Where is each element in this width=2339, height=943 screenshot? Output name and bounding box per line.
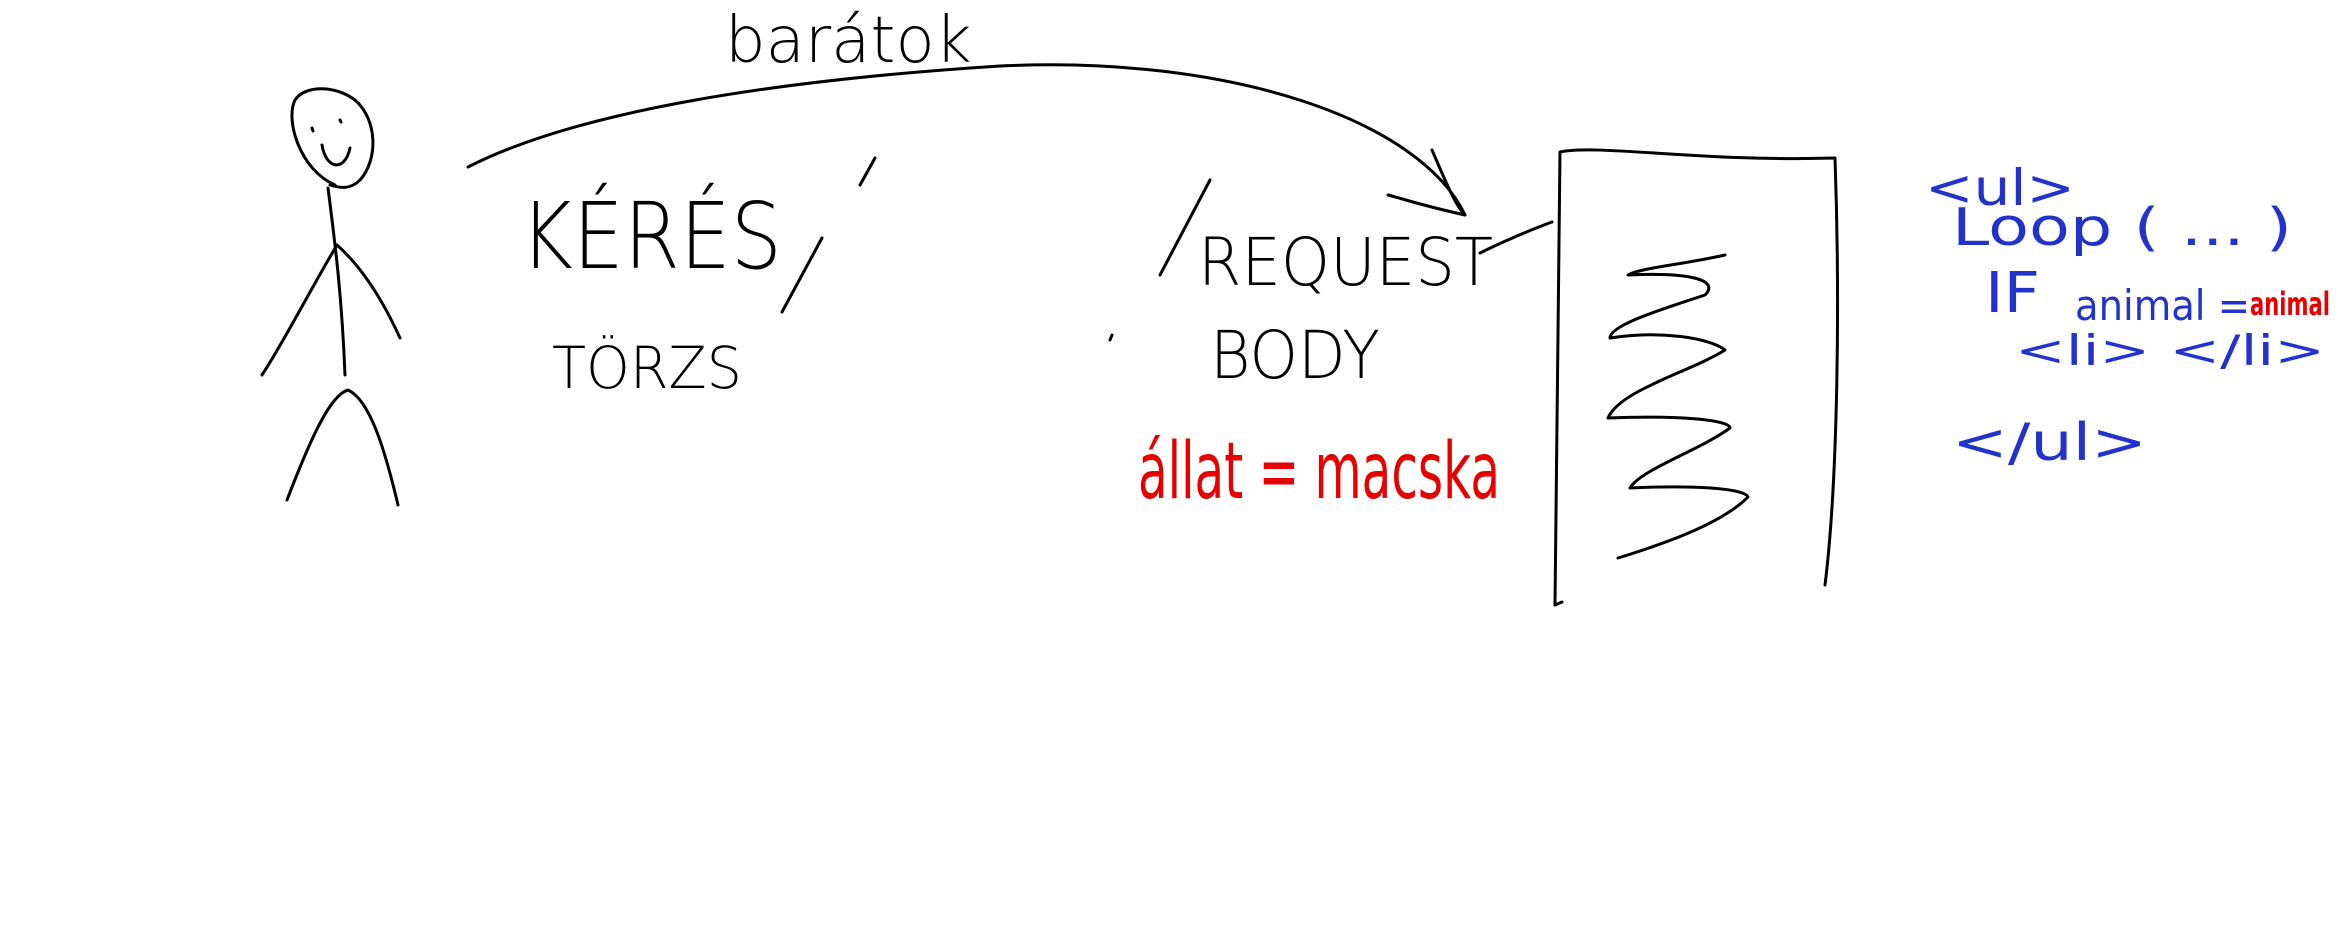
arc-label: barátok xyxy=(725,4,972,78)
request-en-label: REQUEST xyxy=(1198,224,1493,301)
code-condition: animal = xyxy=(2075,281,2250,330)
body-en-label: BODY xyxy=(1210,317,1380,394)
stick-figure-icon xyxy=(260,87,402,507)
code-ul-close: </ul> xyxy=(1952,413,2147,473)
slash-divider xyxy=(780,156,1212,342)
code-if: IF xyxy=(1985,261,2040,326)
server-icon xyxy=(1553,148,1840,607)
body-hu-label: TÖRZS xyxy=(552,334,742,402)
template-code-block: <ul> Loop ( ... ) IF animal = animal <li… xyxy=(1925,159,2330,473)
request-connector-line xyxy=(1478,220,1554,255)
code-li: <li> </li> xyxy=(2015,326,2325,375)
code-ul-open: <ul> xyxy=(1925,159,2075,217)
curved-arrow-icon xyxy=(466,63,1467,217)
request-hu-label: KÉRÉS xyxy=(520,182,782,290)
code-loop: Loop ( ... ) xyxy=(1952,198,2292,258)
body-example-text: állat = macska xyxy=(1138,427,1500,517)
code-condition-value: animal xyxy=(2250,285,2330,323)
